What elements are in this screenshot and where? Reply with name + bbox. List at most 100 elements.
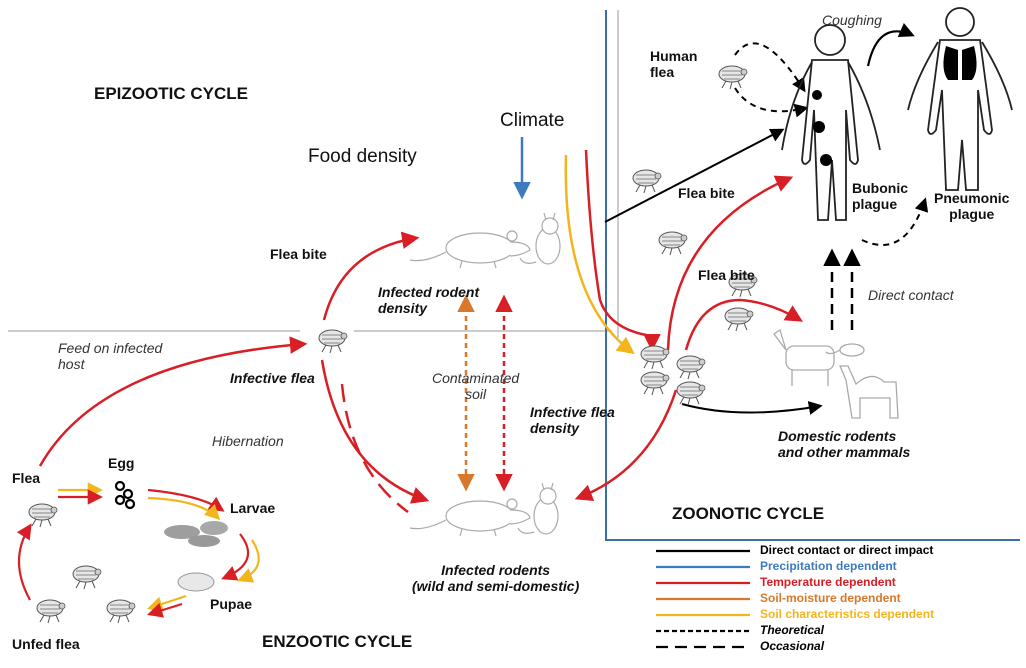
flea-bite-arrow-human	[668, 178, 790, 350]
legend-line	[652, 640, 752, 654]
occasional-hibernation-arrow	[342, 384, 408, 512]
zoonotic-cycle-title: ZOONOTIC CYCLE	[672, 504, 824, 524]
flea-icon	[641, 346, 669, 369]
direct-contact-label: Direct contact	[868, 287, 954, 303]
infected-rodents-line-1: Infected rodents	[412, 562, 579, 578]
goat-icon	[774, 330, 834, 386]
legend-label: Direct contact or direct impact	[760, 543, 933, 557]
infected-rodents-line-2: (wild and semi-domestic)	[412, 578, 579, 594]
enzootic-cycle-title: ENZOOTIC CYCLE	[262, 632, 412, 652]
egg-icon	[116, 482, 134, 508]
direct-arrow-domestic	[682, 404, 820, 413]
lung-right	[962, 46, 977, 80]
infected-rodent-density-label: Infected rodent density	[378, 284, 479, 316]
larvae-pupae-yellow	[240, 540, 259, 580]
flea-icon	[719, 66, 747, 89]
epizootic-cycle-title: EPIZOOTIC CYCLE	[94, 84, 248, 104]
flea-icon	[659, 232, 687, 255]
human-flea-line-1: Human	[650, 48, 697, 64]
contaminated-soil-label: Contaminated soil	[432, 370, 519, 402]
lung-left	[943, 46, 958, 80]
contaminated-soil-line-1: Contaminated	[432, 370, 519, 386]
theoretical-human-flea-top	[735, 43, 804, 90]
legend-line	[652, 560, 752, 574]
flea-icon	[319, 330, 347, 353]
legend-line	[652, 624, 752, 638]
flea-icon	[107, 600, 135, 623]
legend-line	[652, 592, 752, 606]
pneumonic-line-1: Pneumonic	[934, 190, 1009, 206]
flea-icon	[641, 372, 669, 395]
legend-label: Theoretical	[760, 623, 824, 637]
infective-flea-density-line-1: Infective flea	[530, 404, 615, 420]
flea-icon	[725, 308, 753, 331]
flea-icon	[677, 382, 705, 405]
direct-arrow-to-human	[605, 130, 782, 222]
gerbil-icon	[518, 483, 558, 534]
legend-label: Soil-moisture dependent	[760, 591, 901, 605]
bubonic-line-1: Bubonic	[852, 180, 908, 196]
flea-icon	[29, 504, 57, 527]
domestic-mammals-label: Domestic rodents and other mammals	[778, 428, 910, 460]
egg-stage-label: Egg	[108, 455, 134, 471]
pneumonic-plague-label: Pneumonic plague	[934, 190, 1009, 222]
domestic-line-1: Domestic rodents	[778, 428, 910, 444]
flea-bite-right-label: Flea bite	[698, 267, 755, 283]
food-density-label: Food density	[308, 146, 417, 168]
flea-stage-label: Flea	[12, 470, 40, 486]
bubonic-line-2: plague	[852, 196, 908, 212]
temp-arrow-flea-rodents	[322, 360, 426, 500]
gerbil-icon	[520, 213, 560, 264]
legend-line	[652, 544, 752, 558]
bubo-dot	[812, 90, 822, 100]
flea-bite-left-label: Flea bite	[270, 246, 327, 262]
infective-flea-density-label: Infective flea density	[530, 404, 615, 436]
legend-label: Occasional	[760, 639, 824, 653]
feed-on-host-label: Feed on infected host	[58, 340, 162, 372]
bubonic-plague-label: Bubonic plague	[852, 180, 908, 212]
rat-icon	[410, 231, 530, 268]
legend-label: Precipitation dependent	[760, 559, 897, 573]
egg-larvae-red	[148, 490, 222, 510]
human-flea-line-2: flea	[650, 64, 697, 80]
larvae-icon	[164, 521, 228, 547]
infective-flea-label: Infective flea	[230, 370, 315, 386]
pupae-stage-label: Pupae	[210, 596, 252, 612]
soil-char-arrow-climate	[566, 155, 632, 352]
larvae-stage-label: Larvae	[230, 500, 275, 516]
flea-icon	[73, 566, 101, 589]
pneumonic-line-2: plague	[934, 206, 1009, 222]
hibernation-label: Hibernation	[212, 433, 284, 449]
flea-icon	[37, 600, 65, 623]
pupa-icon	[178, 573, 214, 591]
pupae-unfed-yellow	[150, 596, 186, 608]
climate-label: Climate	[500, 110, 564, 132]
flea-icon	[633, 170, 661, 193]
infected-rodent-density-line-1: Infected rodent	[378, 284, 479, 300]
legend-label: Soil characteristics dependent	[760, 607, 934, 621]
flea-bite-mid-label: Flea bite	[678, 185, 735, 201]
legend-label: Temperature dependent	[760, 575, 896, 589]
contaminated-soil-line-2: soil	[432, 386, 519, 402]
unfed-flea-red	[19, 526, 30, 600]
infected-rodent-density-line-2: density	[378, 300, 479, 316]
domestic-line-2: and other mammals	[778, 444, 910, 460]
flea-icon	[677, 356, 705, 379]
human-flea-label: Human flea	[650, 48, 697, 80]
legend-line	[652, 576, 752, 590]
egg-larvae-yellow	[148, 498, 218, 518]
bubo-dot	[813, 121, 825, 133]
coughing-arrow	[868, 31, 912, 66]
feed-on-host-line-2: host	[58, 356, 162, 372]
coughing-label: Coughing	[822, 12, 882, 28]
legend-line	[652, 608, 752, 622]
infected-rodents-label: Infected rodents (wild and semi-domestic…	[412, 562, 579, 594]
unfed-flea-label: Unfed flea	[12, 636, 80, 652]
lungs-icon	[908, 8, 1012, 190]
larvae-pupae-red	[224, 534, 248, 578]
rat-icon	[410, 499, 530, 536]
feed-on-host-line-1: Feed on infected	[58, 340, 162, 356]
bubo-dot	[820, 154, 832, 166]
infective-flea-density-line-2: density	[530, 420, 615, 436]
camel-icon	[840, 366, 898, 418]
